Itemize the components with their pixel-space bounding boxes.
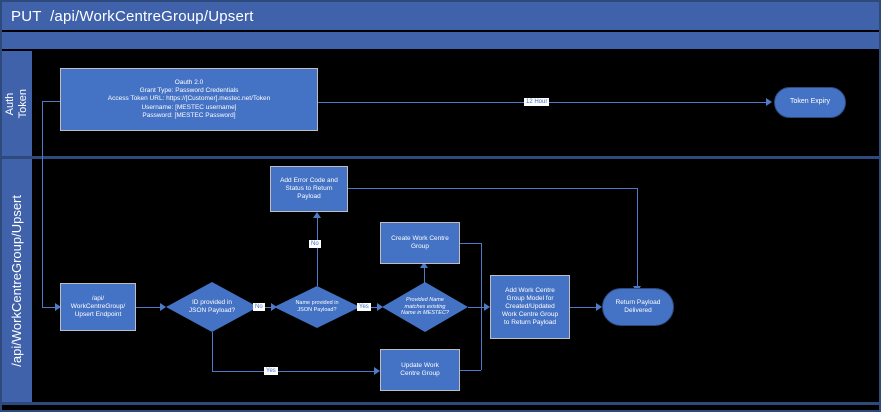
- api-endpoint-node[interactable]: /api/ WorkCentreGroup/ Upsert Endpoint: [60, 283, 136, 331]
- edge-endpoint-to-id: [136, 307, 161, 308]
- edge-oauth-down: [42, 101, 43, 307]
- return-payload-delivered-node[interactable]: Return Payload Delivered: [602, 288, 674, 326]
- swimlane-bottom-divider: [2, 402, 879, 405]
- edge-label-name-yes: Yes: [357, 303, 371, 311]
- update-work-centre-group-box[interactable]: Update Work Centre Group: [380, 349, 460, 391]
- diagram-title-bar: PUT /api/WorkCentreGroup/Upsert: [2, 2, 879, 30]
- decision-name-matches[interactable]: Provided Name matches existing Name in M…: [382, 282, 468, 332]
- edge-match-up: [424, 268, 425, 284]
- edge-error-down: [637, 188, 638, 288]
- swimlane-header-api: /api/WorkCentreGroup/Upsert: [2, 159, 32, 402]
- swimlane-label-auth-token: Auth Token: [4, 88, 29, 119]
- title-underbar: [2, 32, 879, 49]
- edge-create-right: [460, 243, 481, 244]
- edge-error-right: [348, 188, 638, 189]
- edge-join-vertical: [481, 243, 482, 370]
- edge-id-no: [258, 307, 274, 308]
- edge-id-yes-right: [212, 371, 376, 372]
- edge-id-yes-down: [212, 332, 213, 371]
- add-work-centre-group-model-box[interactable]: Add Work Centre Group Model for Created/…: [490, 275, 570, 339]
- edge-arrow-create-box: [420, 262, 428, 268]
- edge-into-endpoint: [42, 307, 56, 308]
- swimlane-header-auth-token: Auth Token: [2, 51, 32, 156]
- swimlane-divider: [2, 156, 879, 159]
- edge-arrow-add-model: [484, 303, 490, 311]
- edge-arrow-return: [596, 303, 602, 311]
- oauth-config-box[interactable]: Oauth 2.0 Grant Type: Password Credentia…: [60, 68, 318, 131]
- page-title: PUT /api/WorkCentreGroup/Upsert: [11, 7, 254, 25]
- add-error-code-box[interactable]: Add Error Code and Status to Return Payl…: [270, 166, 348, 212]
- edge-arrow-id-decision: [160, 303, 166, 311]
- edge-oauth-left-stub: [42, 101, 60, 102]
- create-work-centre-group-box[interactable]: Create Work Centre Group: [380, 222, 460, 264]
- edge-label-id-no: No: [253, 303, 265, 311]
- decision-id-provided[interactable]: ID provided in JSON Payload?: [166, 282, 258, 332]
- edge-name-no-up: [317, 218, 318, 286]
- edge-label-id-yes: Yes: [264, 367, 278, 375]
- edge-arrow-endpoint: [55, 303, 61, 311]
- edge-arrow-error-box: [313, 212, 321, 218]
- decision-name-provided[interactable]: Name provided in JSON Payload?: [274, 286, 360, 328]
- edge-label-12-hour: 12 Hour: [524, 98, 550, 106]
- edge-match-right: [468, 307, 481, 308]
- swimlane-label-api: /api/WorkCentreGroup/Upsert: [9, 194, 25, 367]
- edge-add-to-return: [570, 307, 599, 308]
- edge-update-right: [460, 370, 481, 371]
- edge-arrow-update: [374, 367, 380, 375]
- edge-arrow-match-decision: [377, 303, 383, 311]
- edge-arrow-expiry: [766, 98, 772, 106]
- edge-label-name-no: No: [309, 240, 321, 248]
- token-expiry-node[interactable]: Token Expiry: [774, 87, 846, 118]
